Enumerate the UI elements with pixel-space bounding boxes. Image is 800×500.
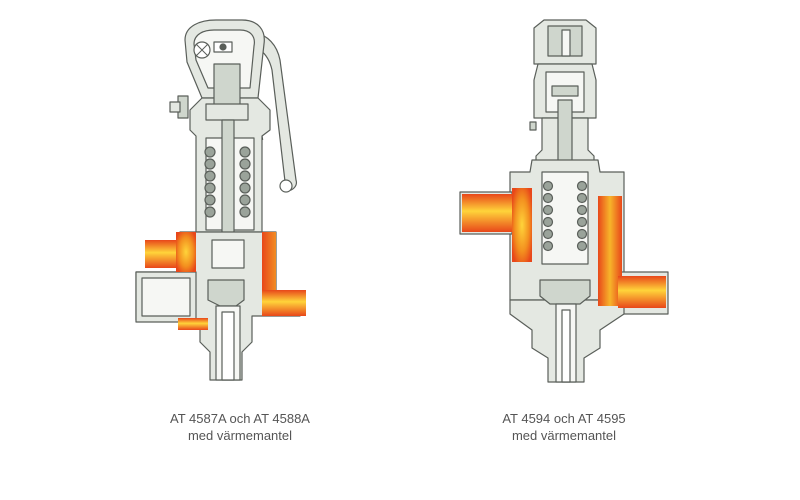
right-valve-caption: AT 4594 och AT 4595 med värmemantel xyxy=(434,410,694,444)
right-spring xyxy=(542,180,588,252)
right-heating-jacket xyxy=(462,188,666,308)
right-caption-line1: AT 4594 och AT 4595 xyxy=(502,411,626,426)
left-valve-caption: AT 4587A och AT 4588A med värmemantel xyxy=(110,410,370,444)
left-heating-jacket xyxy=(145,232,306,330)
right-valve-illustration xyxy=(459,19,669,383)
left-caption-line2: med värmemantel xyxy=(187,428,293,443)
left-caption-line1: AT 4587A och AT 4588A xyxy=(170,411,310,426)
right-caption-line2: med värmemantel xyxy=(511,428,617,443)
left-side-knob xyxy=(169,95,189,119)
left-valve-illustration xyxy=(135,19,306,381)
left-spring xyxy=(204,146,251,218)
